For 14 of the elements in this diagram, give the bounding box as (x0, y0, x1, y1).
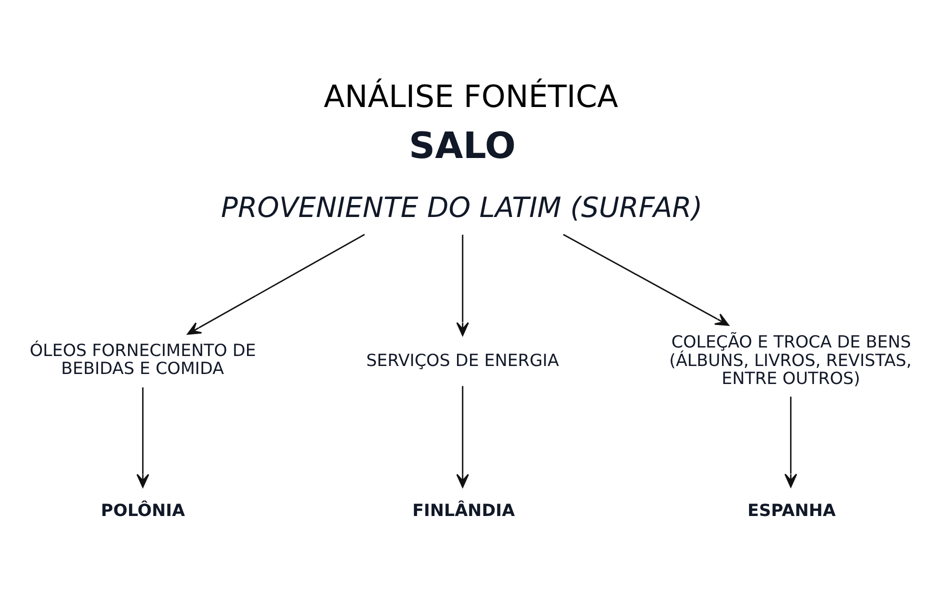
node-text: SERVIÇOS DE ENERGIA (366, 349, 558, 370)
node-text: POLÔNIA (100, 499, 184, 520)
arrow (136, 386, 149, 488)
node-text: FINLÂNDIA (412, 499, 514, 520)
arrow (562, 233, 729, 326)
node-text: ESPANHA (746, 499, 836, 520)
node-text: COLEÇÃO E TROCA DE BENS (ÁLBUNS, LIVROS, REVISTAS, ENTRE OUTROS) (668, 331, 912, 388)
arrow (456, 386, 468, 488)
arrow (784, 396, 797, 487)
node-text: ÓLEOS FORNECIMENTO DE BEBIDAS E COMIDA (29, 340, 256, 378)
node-text: SALO PROVENIENTE DO LATIM (SURFAR) (220, 124, 702, 224)
arrow (186, 233, 364, 334)
diagram-title: ANÁLISE FONÉTICA (323, 78, 618, 114)
arrow (456, 234, 468, 336)
